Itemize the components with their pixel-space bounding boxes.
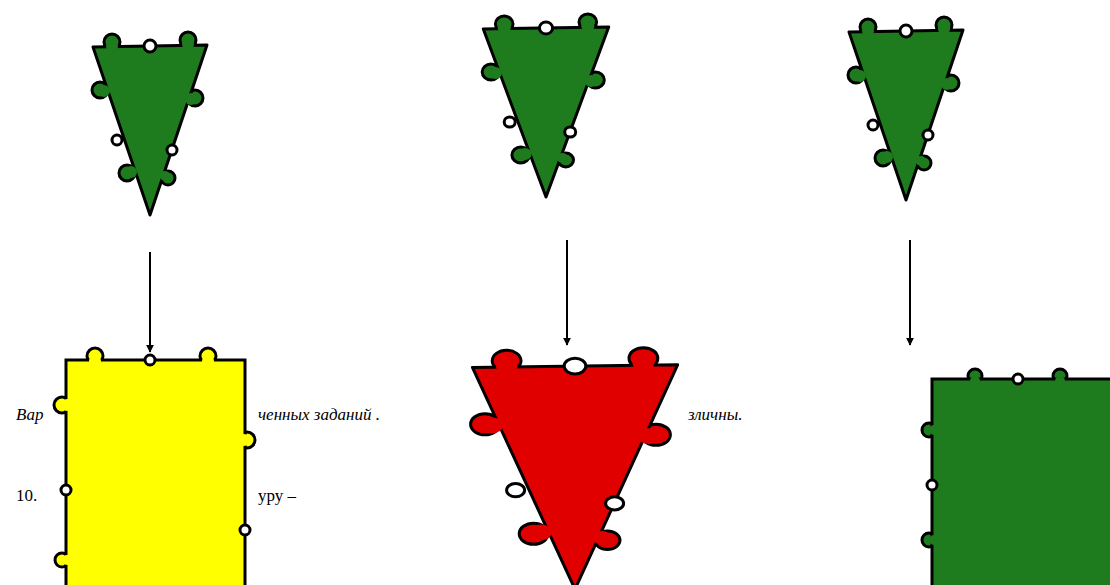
text-fragment: уру – — [258, 486, 296, 506]
text-fragment: ченных заданий . — [258, 405, 380, 425]
green-square — [922, 369, 1110, 585]
yellow-rectangle — [54, 348, 255, 585]
green-triangle — [848, 17, 963, 200]
arrow — [909, 240, 911, 345]
arrow — [149, 252, 151, 352]
text-fragment: 10. — [16, 486, 37, 506]
red-triangle — [471, 348, 678, 585]
green-triangle — [482, 14, 609, 197]
text-fragment: зличны. — [688, 405, 742, 425]
arrow — [566, 240, 568, 345]
green-triangle — [92, 32, 207, 215]
text-fragment: Вар — [16, 405, 43, 425]
